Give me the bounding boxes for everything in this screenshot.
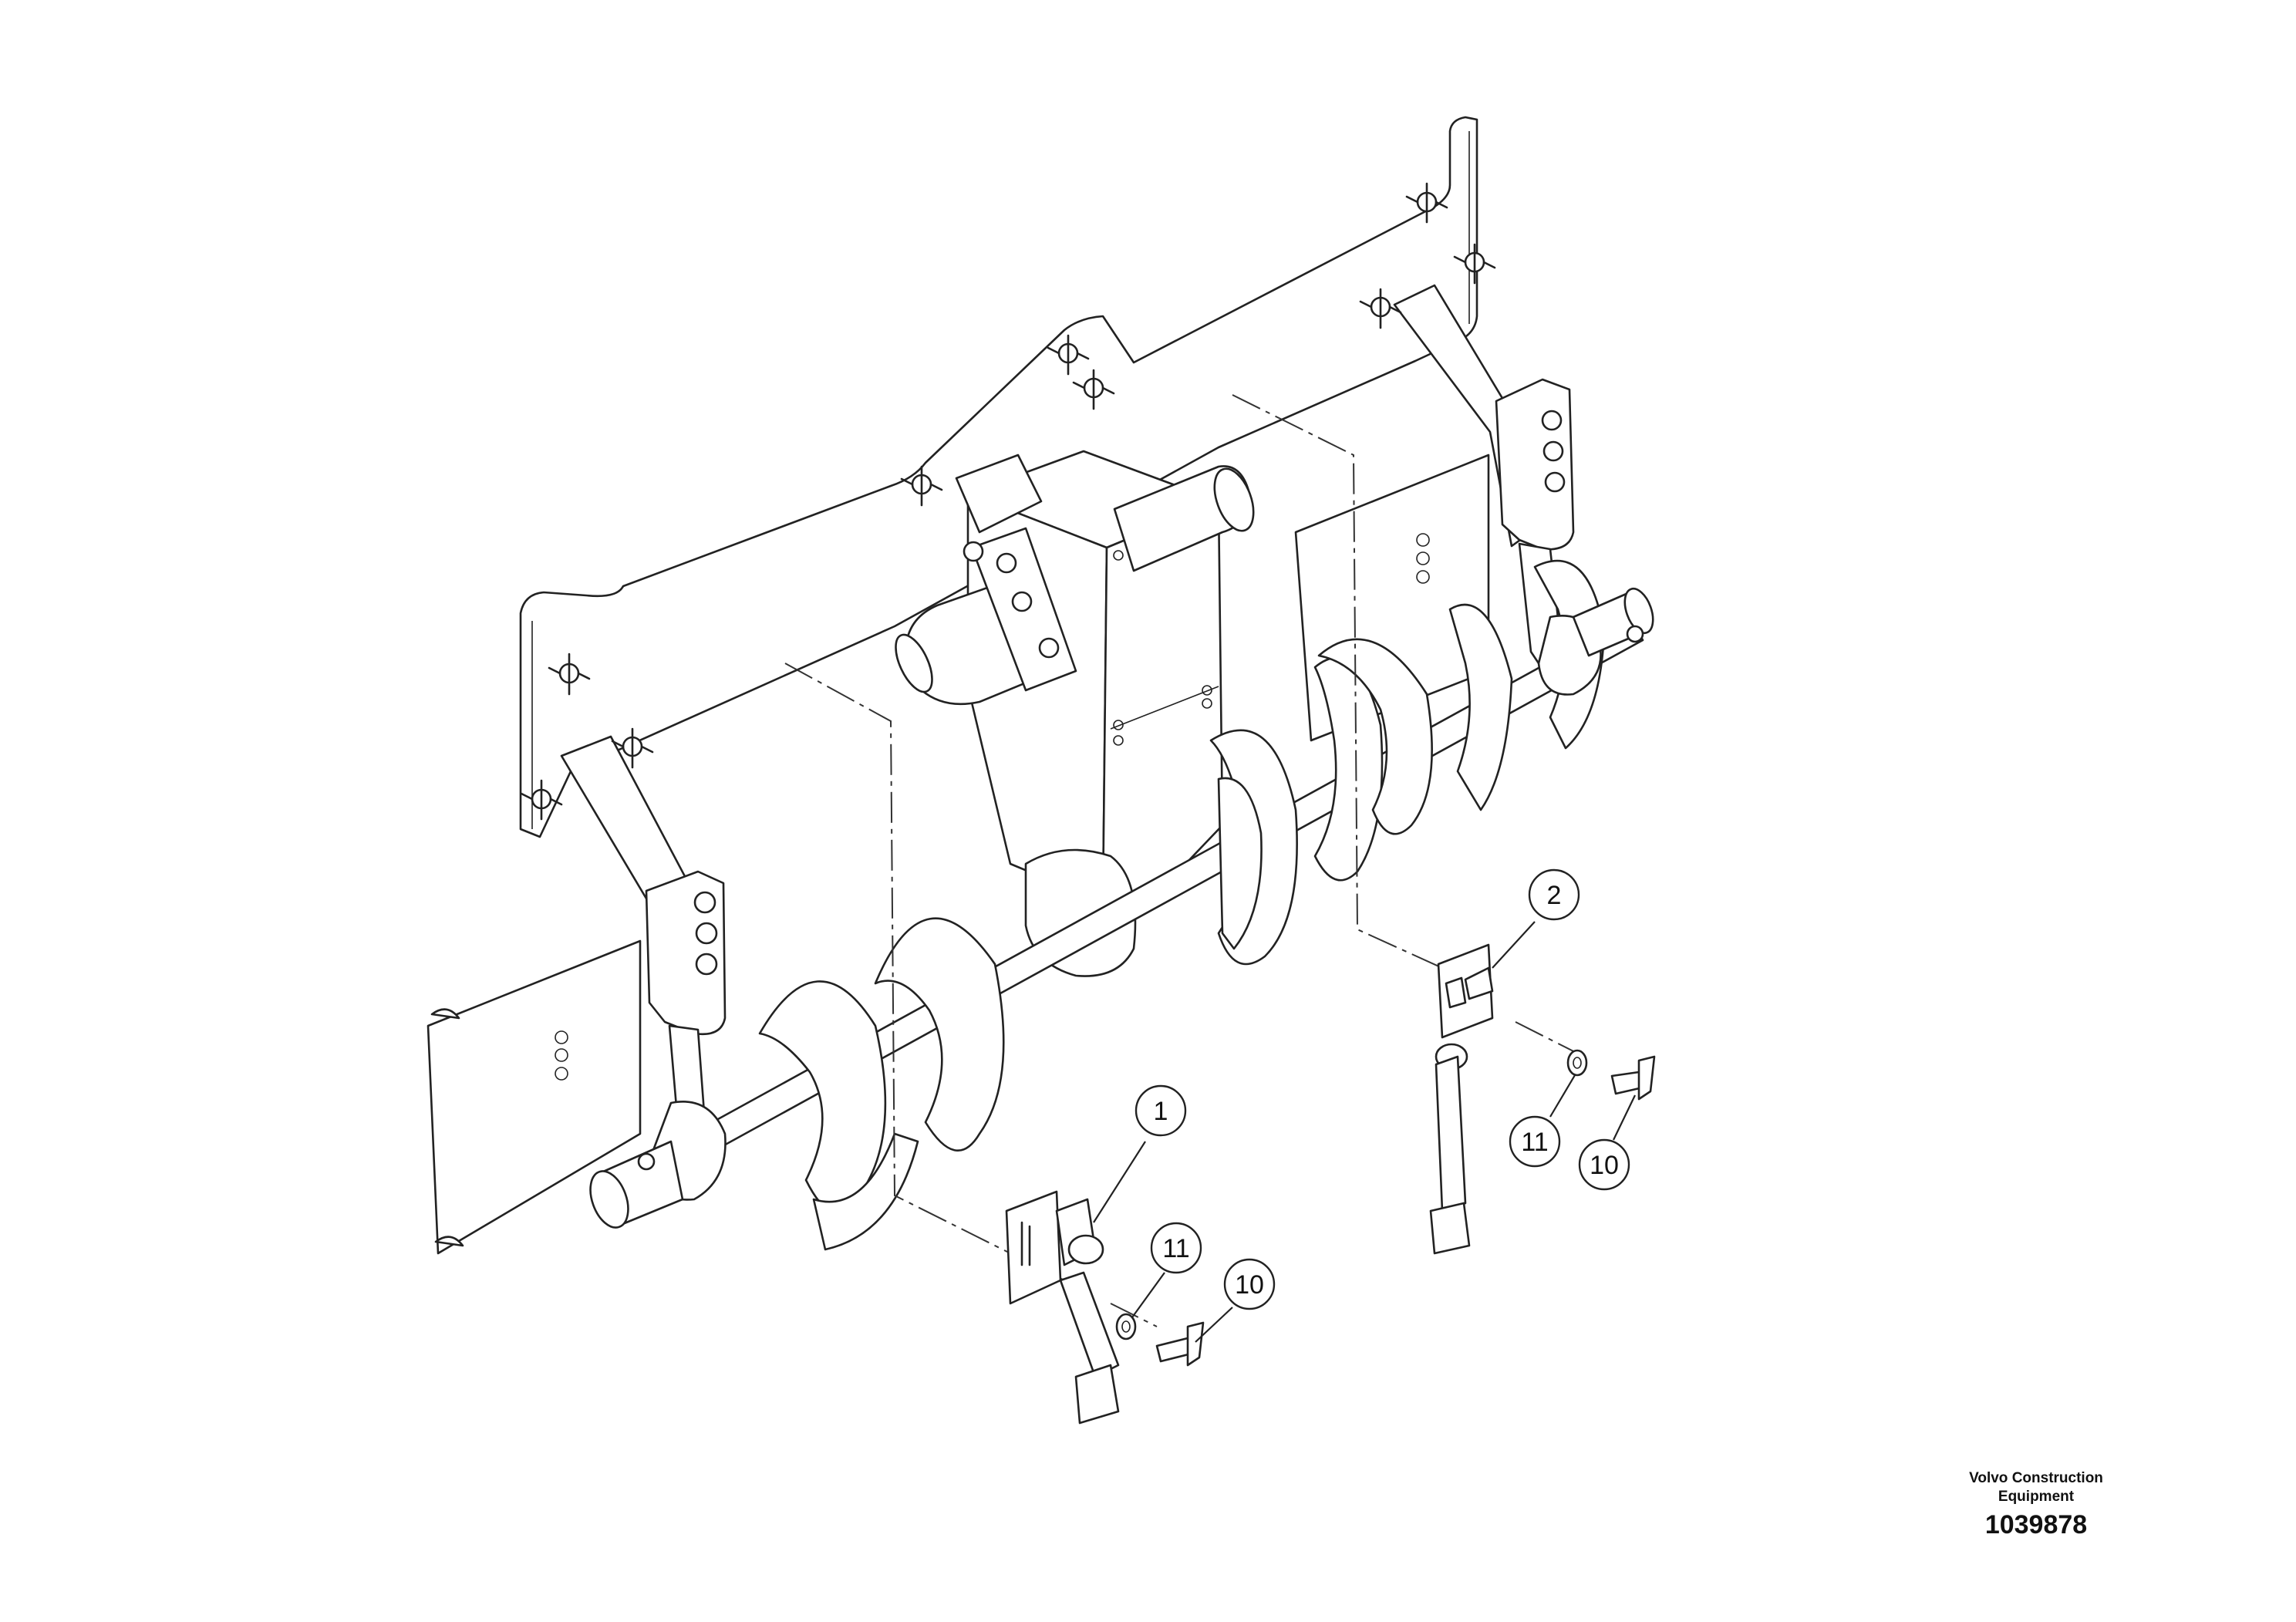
callout-part-10-upper: 10: [1578, 1094, 1636, 1191]
right-hub: [1537, 587, 1654, 696]
callout-part-11-upper: 11: [1509, 1074, 1576, 1168]
sensor-assembly-2: [1429, 943, 1494, 1255]
callout-label: 10: [1235, 1270, 1264, 1300]
callout-label: 1: [1154, 1097, 1168, 1126]
callout-label: 10: [1590, 1151, 1619, 1180]
callout-part-11-lower: 11: [1131, 1222, 1202, 1318]
right-arm: [1393, 284, 1575, 666]
brand-line-2: Equipment: [1998, 1489, 2075, 1505]
drawing-number: 1039878: [1984, 1510, 2088, 1539]
upper-cylinder: [1113, 465, 1255, 572]
frame-bolts: [520, 182, 1496, 821]
callout-label: 2: [1547, 881, 1562, 910]
auger-flights: [758, 559, 1606, 1251]
sensor-assembly-1: [1005, 1190, 1120, 1425]
callout-part-1: 1: [1093, 1084, 1187, 1223]
left-side-plate: [426, 939, 642, 1255]
callout-part-2: 2: [1492, 868, 1580, 969]
brand-title-block: Volvo Construction Equipment: [1890, 1469, 2183, 1506]
hydraulic-motor: [895, 527, 1077, 706]
callout-part-10-lower: 10: [1195, 1258, 1276, 1343]
left-arm: [560, 735, 727, 1148]
washer-11-lower: [1115, 1313, 1137, 1340]
wing-nut-10-lower: [1155, 1321, 1205, 1367]
left-hub: [589, 1101, 727, 1229]
wing-nut-10-upper: [1610, 1055, 1656, 1101]
callout-label: 11: [1521, 1128, 1548, 1157]
brand-line-1: Volvo Construction: [1969, 1470, 2103, 1486]
washer-11-upper: [1566, 1049, 1588, 1077]
callout-label: 11: [1162, 1234, 1189, 1263]
